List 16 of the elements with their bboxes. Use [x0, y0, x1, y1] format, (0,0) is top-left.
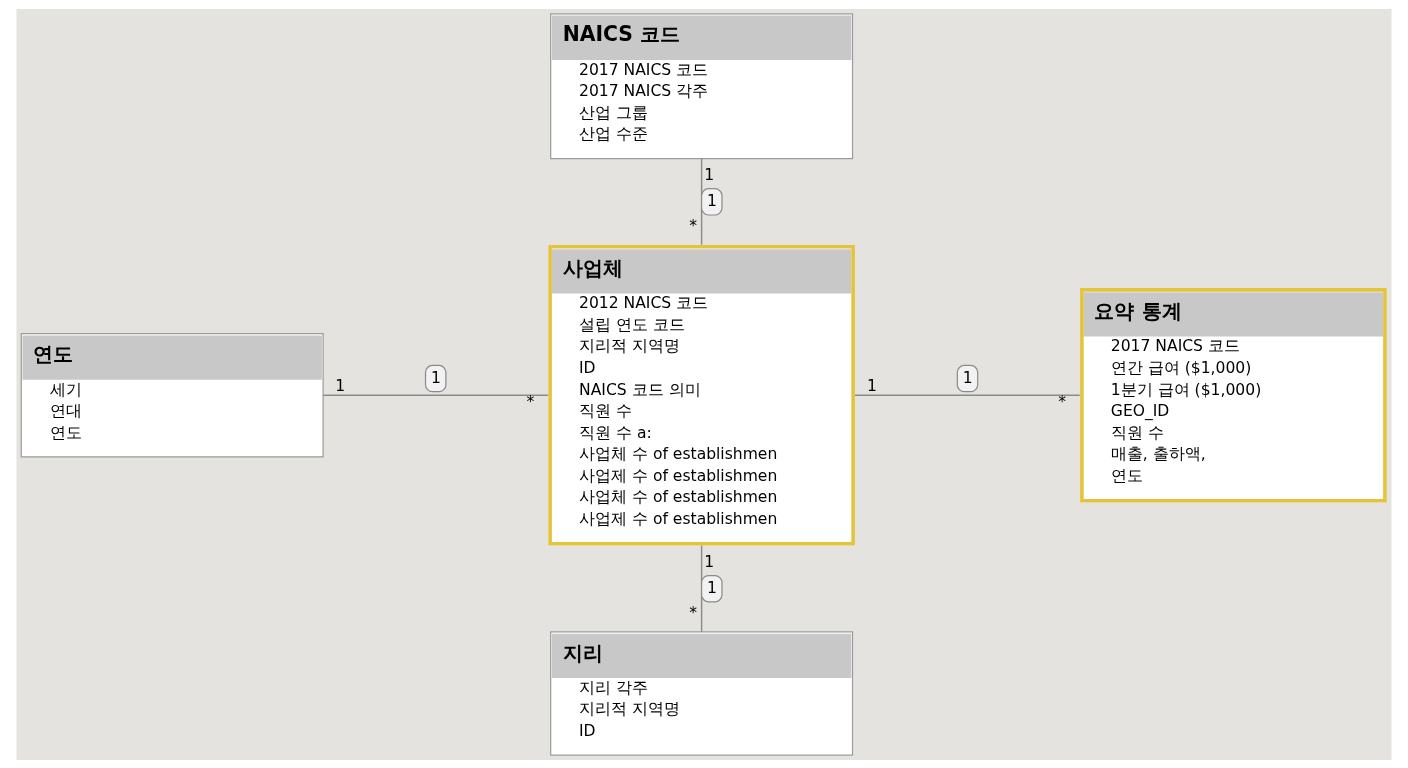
- label: *: [526, 392, 535, 411]
- label: *: [689, 603, 698, 622]
- edge-label: 1: [962, 368, 973, 387]
- label: *: [1058, 392, 1066, 411]
- label: 1: [867, 376, 877, 395]
- label: 1: [704, 165, 715, 184]
- connector: [700, 544, 703, 632]
- label: 1: [704, 552, 715, 571]
- connector: [700, 157, 703, 245]
- connector: [322, 394, 549, 396]
- edge-label: 1: [706, 191, 717, 210]
- label: *: [689, 216, 698, 235]
- edge-label: 1: [706, 578, 717, 597]
- edge-label: 1: [430, 368, 441, 387]
- label: 1: [335, 376, 346, 395]
- connector: [854, 394, 1081, 396]
